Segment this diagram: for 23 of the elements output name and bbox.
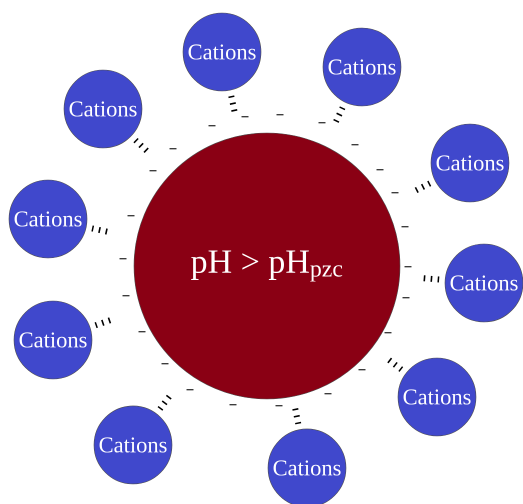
- minus-sign: −: [242, 116, 248, 118]
- minus-sign: −: [324, 393, 332, 394]
- minus-sign: −: [208, 125, 216, 126]
- minus-sign: −: [128, 215, 134, 216]
- minus-sign: −: [122, 295, 130, 296]
- minus-sign: −: [120, 258, 126, 260]
- minus-sign: −: [170, 148, 176, 150]
- minus-sign: −: [358, 369, 366, 370]
- minus-sign: −: [150, 170, 156, 172]
- minus-sign: −: [186, 389, 194, 390]
- minus-sign: −: [376, 169, 384, 170]
- minus-sign: −: [318, 122, 326, 124]
- minus-sign: −: [352, 144, 358, 146]
- minus-sign: −: [384, 332, 392, 334]
- minus-sign: −: [138, 331, 146, 332]
- minus-sign: −: [392, 192, 398, 194]
- minus-sign: −: [276, 405, 282, 406]
- minus-sign: −: [402, 297, 410, 298]
- minus-sign: −: [162, 363, 168, 364]
- minus-sign: −: [404, 266, 412, 268]
- minus-sign: −: [230, 404, 236, 406]
- minus-sign: −: [276, 114, 284, 116]
- minus-sign: −: [402, 226, 408, 228]
